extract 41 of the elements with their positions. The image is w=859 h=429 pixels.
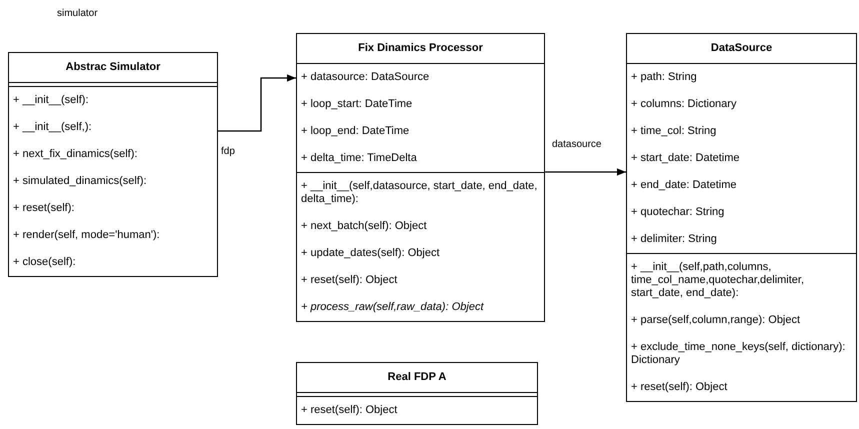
- attribute-text: + end_date: Datetime: [630, 178, 738, 193]
- arrow: [218, 74, 296, 132]
- class-box: [8, 52, 218, 277]
- attribute-text: + delta_time: TimeDelta: [300, 151, 418, 166]
- class-box: [296, 33, 545, 322]
- method-text: + reset(self): Object: [630, 380, 728, 395]
- attribute-text: + quotechar: String: [630, 205, 726, 220]
- class-name: Abstrac Simulator: [9, 53, 217, 83]
- attribute-text: + delimiter: String: [630, 232, 718, 247]
- method-text: + parse(self,column,range): Object: [630, 313, 802, 328]
- method-text: + reset(self):: [12, 201, 76, 216]
- class-name: DataSource: [627, 34, 856, 64]
- attribute-text: + loop_end: DateTime: [300, 124, 410, 139]
- method-text: + simulated_dinamics(self):: [12, 174, 148, 189]
- edge-label: fdp: [221, 146, 235, 158]
- method-text: + __init__(self):: [12, 93, 90, 108]
- attribute-text: + time_col: String: [630, 124, 718, 139]
- method-text: + close(self):: [12, 255, 77, 270]
- package-label: simulator: [57, 8, 98, 20]
- method-text: + render(self, mode='human'):: [12, 228, 161, 243]
- attribute-text: + datasource: DataSource: [300, 70, 430, 85]
- edge-label: datasource: [552, 139, 602, 151]
- attribute-text: + loop_start: DateTime: [300, 97, 414, 112]
- class-box: [626, 33, 857, 402]
- attribute-text: + columns: Dictionary: [630, 97, 738, 112]
- method-text: + __init__(self,path,columns, time_col_name,quotechar,delimiter, start_date, end_date):: [630, 260, 806, 301]
- method-text: + next_batch(self): Object: [300, 219, 428, 234]
- class-box: [296, 362, 538, 425]
- method-text: + update_dates(self): Object: [300, 246, 440, 261]
- method-text: + __init__(self,):: [12, 120, 93, 135]
- attribute-text: + path: String: [630, 70, 698, 85]
- attribute-text: + start_date: Datetime: [630, 151, 741, 166]
- arrow: [545, 168, 626, 176]
- method-text: + __init__(self,datasource, start_date, end_date, delta_time):: [300, 179, 538, 207]
- class-name: Real FDP A: [297, 363, 537, 393]
- method-text: + exclude_time_none_keys(self, dictionary): Dictionary: [630, 340, 846, 368]
- method-text: + process_raw(self,raw_data): Object: [300, 300, 485, 315]
- method-text: + reset(self): Object: [300, 273, 398, 288]
- method-text: + reset(self): Object: [300, 403, 398, 418]
- method-text: + next_fix_dinamics(self):: [12, 147, 138, 162]
- class-name: Fix Dinamics Processor: [297, 34, 544, 64]
